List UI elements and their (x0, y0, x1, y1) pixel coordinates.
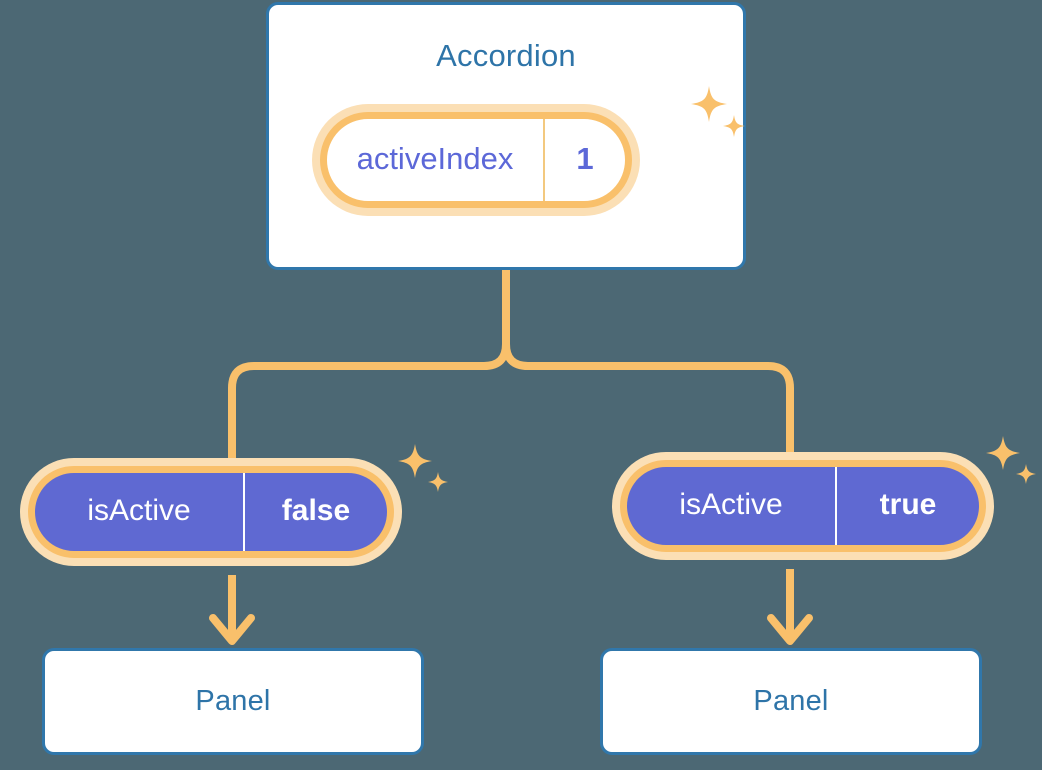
panel-title-left: Panel (195, 685, 271, 717)
state-pill-isactive-true[interactable]: isActive true (620, 460, 986, 552)
state-pill-value: false (243, 473, 387, 551)
panel-card-right: Panel (600, 648, 982, 755)
right-panel-state-pill-wrapper: isActive true (620, 460, 986, 552)
accordion-state-pill-wrapper: activeIndex 1 (320, 112, 632, 208)
sparkle-four-point-small-icon (1016, 464, 1036, 484)
sparkle-group-right (986, 436, 1036, 484)
state-pill-key: activeIndex (356, 140, 514, 176)
state-pill-activeindex[interactable]: activeIndex 1 (320, 112, 632, 208)
left-panel-state-pill-wrapper: isActive false (28, 466, 394, 558)
panel-title-right: Panel (753, 685, 829, 717)
sparkle-group-left (398, 444, 448, 492)
arrow-down-icon-left (209, 575, 255, 645)
accordion-title: Accordion (436, 38, 576, 73)
sparkle-four-point-large-icon (398, 444, 432, 478)
state-pill-isactive-false[interactable]: isActive false (28, 466, 394, 558)
arrow-down-icon-right (767, 569, 813, 645)
panel-card-left: Panel (42, 648, 424, 755)
branch-connector-right-icon (502, 266, 794, 462)
state-pill-key: isActive (679, 487, 783, 521)
state-pill-value: 1 (543, 119, 625, 201)
state-pill-value: true (835, 467, 979, 545)
state-pill-key: isActive (87, 493, 191, 527)
branch-connector-icon (228, 266, 510, 468)
sparkle-four-point-small-icon (428, 472, 448, 492)
sparkle-four-point-large-icon (986, 436, 1020, 470)
